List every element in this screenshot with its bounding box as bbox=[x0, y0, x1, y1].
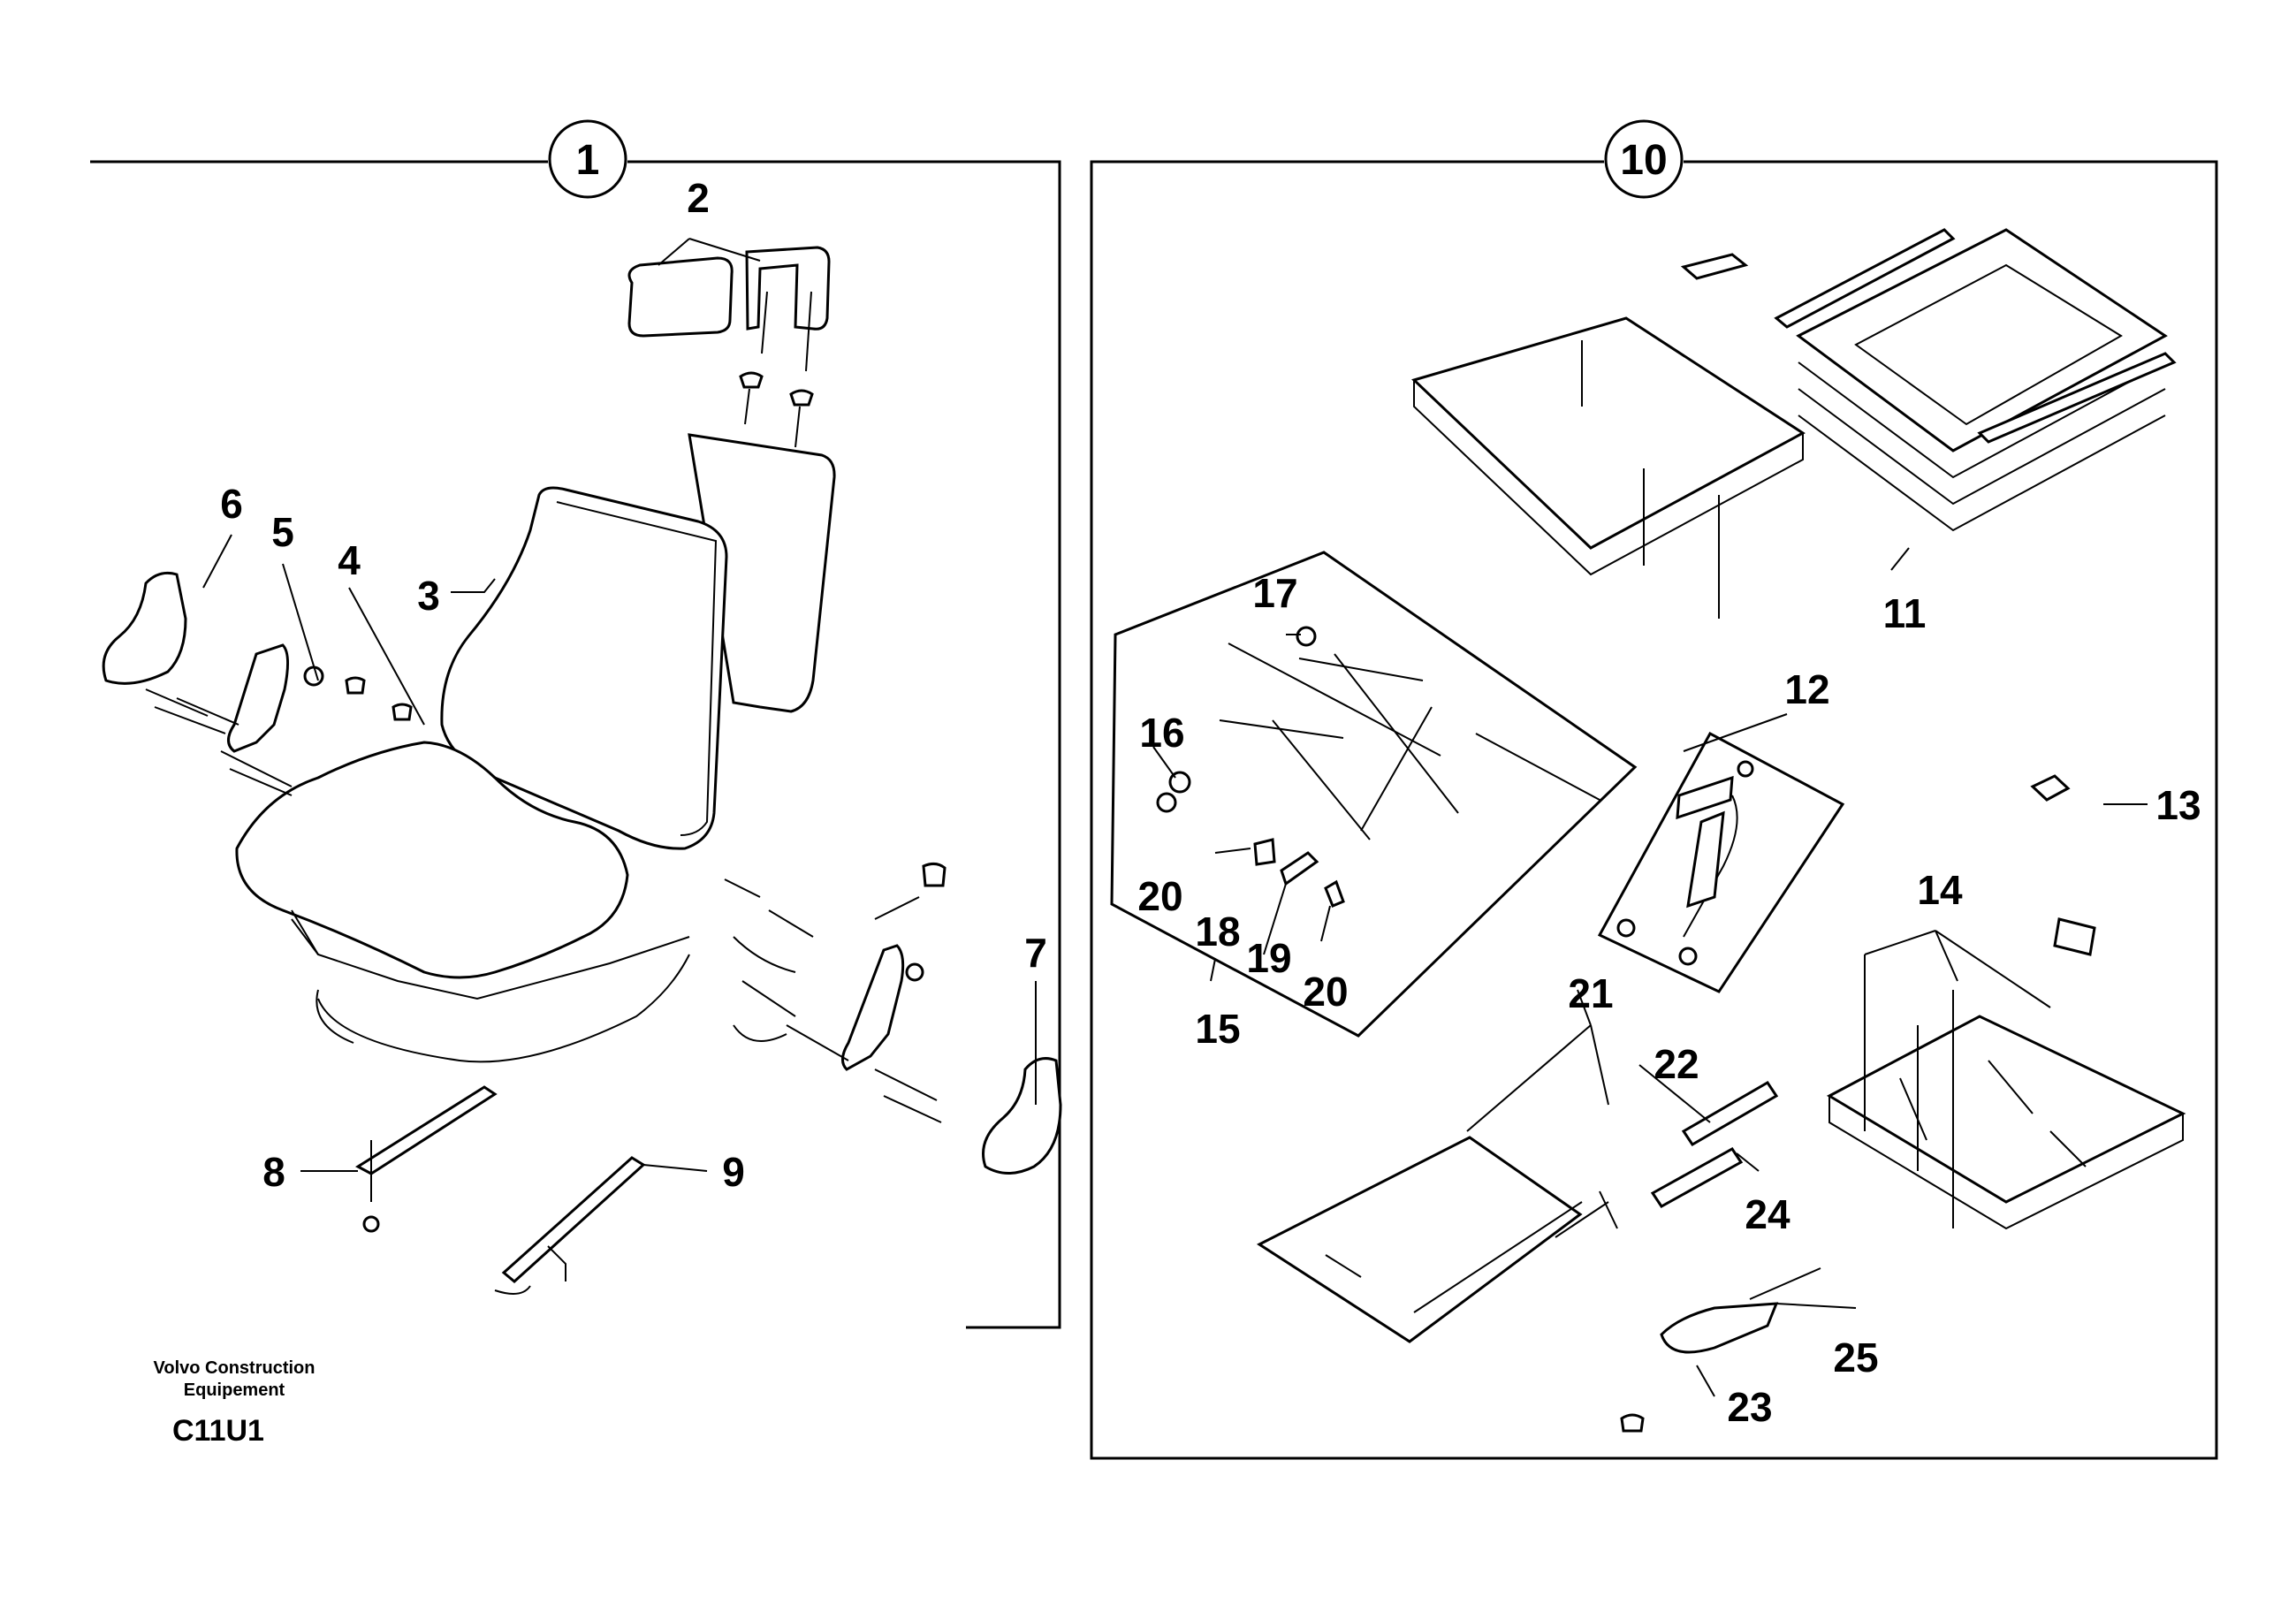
base-plate-part bbox=[1826, 774, 2186, 1230]
callout-24: 24 bbox=[1745, 1191, 1790, 1237]
company-line-1: Volvo Construction bbox=[153, 1358, 316, 1378]
seat-plate-part bbox=[1411, 253, 1806, 619]
seat-cushion-part bbox=[235, 741, 690, 1063]
callout-17: 17 bbox=[1252, 570, 1297, 616]
callout-20a: 20 bbox=[1137, 873, 1182, 919]
callout-13: 13 bbox=[2155, 782, 2201, 828]
callout-18: 18 bbox=[1195, 909, 1240, 954]
callout-4: 4 bbox=[338, 537, 361, 583]
group-10-frame: 10 bbox=[1090, 119, 2218, 1460]
callout-5: 5 bbox=[271, 509, 294, 555]
callout-23: 23 bbox=[1727, 1384, 1772, 1430]
figure-code: C11U1 bbox=[172, 1414, 264, 1448]
callout-9: 9 bbox=[722, 1149, 745, 1195]
lever-assembly-panel bbox=[1256, 1080, 1821, 1433]
armrest-bracket-left bbox=[102, 571, 413, 796]
callout-19: 19 bbox=[1246, 935, 1291, 981]
callout-25: 25 bbox=[1833, 1335, 1878, 1380]
callout-2: 2 bbox=[687, 175, 710, 221]
callout-labels: 2 3 4 5 6 7 8 9 11 12 13 14 15 16 17 18 … bbox=[220, 175, 2201, 1430]
group-10-label: 10 bbox=[1620, 137, 1667, 184]
callout-11: 11 bbox=[1883, 590, 1927, 636]
bellows-part bbox=[1774, 228, 2177, 532]
backrest-part bbox=[440, 433, 836, 850]
callout-8: 8 bbox=[262, 1149, 285, 1195]
callout-3: 3 bbox=[417, 573, 440, 619]
group-1-frame: 1 bbox=[90, 119, 1061, 1329]
slide-rail-parts bbox=[355, 1085, 646, 1295]
gas-spring-panel bbox=[1597, 731, 1845, 993]
callout-7: 7 bbox=[1024, 930, 1047, 976]
scissor-mechanism-panel bbox=[1110, 551, 1638, 1038]
callout-16: 16 bbox=[1139, 710, 1184, 756]
group-1-label: 1 bbox=[576, 137, 600, 184]
company-name: Volvo Construction Equipement bbox=[133, 1357, 336, 1402]
callout-12: 12 bbox=[1784, 666, 1829, 712]
company-line-2: Equipement bbox=[183, 1380, 285, 1400]
callout-22: 22 bbox=[1654, 1041, 1699, 1087]
group-1-circle bbox=[548, 119, 627, 199]
leader-lines bbox=[202, 238, 2148, 1397]
callout-15: 15 bbox=[1195, 1006, 1240, 1052]
armrest-bracket-right bbox=[724, 862, 1062, 1175]
callout-20b: 20 bbox=[1303, 969, 1348, 1015]
group-10-circle bbox=[1604, 119, 1684, 199]
callout-14: 14 bbox=[1917, 867, 1963, 913]
callout-21: 21 bbox=[1568, 970, 1613, 1016]
headrest-part bbox=[627, 246, 831, 448]
callout-6: 6 bbox=[220, 481, 243, 527]
